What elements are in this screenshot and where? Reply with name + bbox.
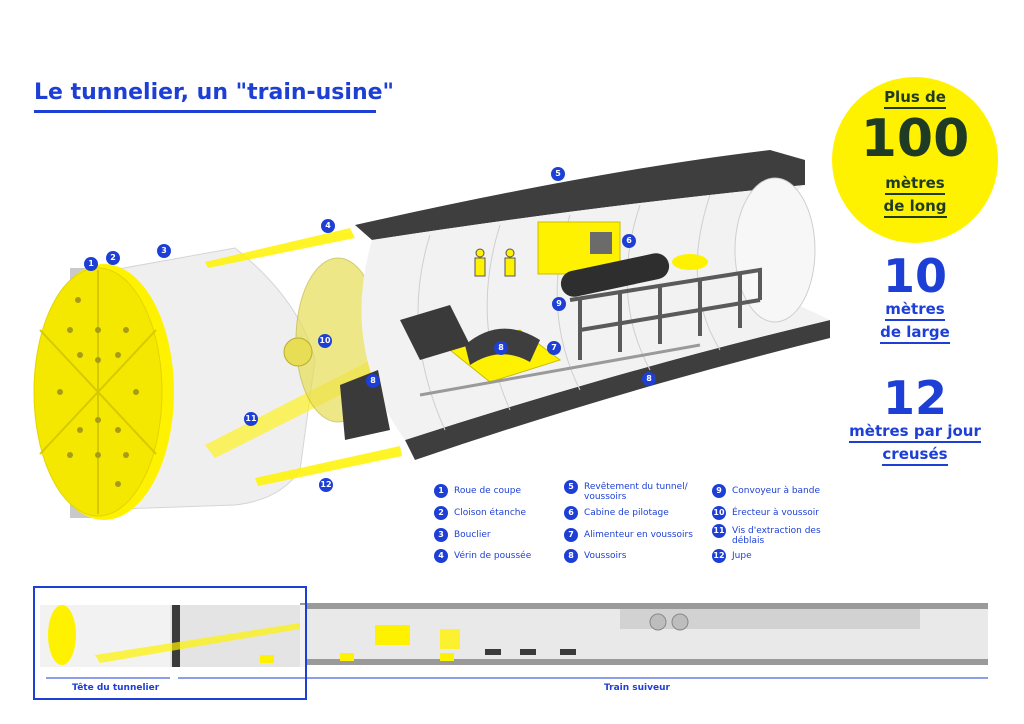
legend-label: Alimenteur en voussoirs <box>584 530 693 540</box>
marker-8c: 8 <box>642 372 656 386</box>
train-label: Train suiveur <box>604 683 670 693</box>
marker-11: 11 <box>244 412 258 426</box>
legend-label: Vis d'extraction des déblais <box>732 526 821 546</box>
marker-8a: 8 <box>494 341 508 355</box>
legend-badge: 7 <box>564 528 578 542</box>
legend-label: Roue de coupe <box>454 486 521 496</box>
width-stat: 10 mètres de large <box>832 252 998 346</box>
cutter-wheel-spokes <box>39 270 157 514</box>
belt-conveyor <box>560 253 670 297</box>
legend-badge: 6 <box>564 506 578 520</box>
legend-badge: 4 <box>434 549 448 563</box>
rail <box>419 343 701 397</box>
width-value: 10 <box>882 249 947 303</box>
legend-item-3: 3 Bouclier <box>434 528 576 542</box>
legend-label: Revêtement du tunnel/ voussoirs <box>584 482 688 502</box>
width-unit-1: mètres <box>885 300 945 321</box>
segment-left <box>340 370 390 440</box>
legend-item-2: 2 Cloison étanche <box>434 506 576 520</box>
legend-item-8: 8 Voussoirs <box>564 549 706 563</box>
legend-label: Érecteur à voussoir <box>732 508 820 518</box>
legend-badge: 1 <box>434 484 448 498</box>
speed-unit-2: creusés <box>882 445 948 466</box>
speed-stat: 12 mètres par jour creusés <box>832 374 998 468</box>
marker-1: 1 <box>84 257 98 271</box>
marker-2: 2 <box>106 251 120 265</box>
tunnel-lining-bottom <box>405 320 830 460</box>
legend-badge: 10 <box>712 506 726 520</box>
length-prefix: Plus de <box>884 88 946 109</box>
legend-badge: 3 <box>434 528 448 542</box>
marker-10: 10 <box>318 334 332 348</box>
legend-label: Bouclier <box>454 530 491 540</box>
legend-item-6: 6 Cabine de pilotage <box>564 506 706 520</box>
legend-badge: 8 <box>564 549 578 563</box>
head-label: Tête du tunnelier <box>72 683 160 693</box>
overview-strip <box>33 586 988 700</box>
marker-5: 5 <box>551 167 565 181</box>
legend-item-1: 1 Roue de coupe <box>434 484 576 498</box>
marker-12: 12 <box>319 478 333 492</box>
length-unit-1: mètres <box>885 174 945 195</box>
legend-label: Voussoirs <box>584 551 627 561</box>
legend-label: Cabine de pilotage <box>584 508 669 518</box>
speed-value: 12 <box>882 371 947 425</box>
legend-item-12: 12 Jupe <box>712 549 854 563</box>
legend-item-11: 11 Vis d'extraction des déblais <box>712 524 827 546</box>
marker-7: 7 <box>547 341 561 355</box>
legend-label: Cloison étanche <box>454 508 527 518</box>
legend-item-5: 5 Revêtement du tunnel/ voussoirs <box>564 480 706 502</box>
title-underline <box>34 110 376 113</box>
marker-4: 4 <box>321 219 335 233</box>
length-value: 100 <box>860 109 970 169</box>
tunnel-end-opening <box>734 177 816 323</box>
legend-item-9: 9 Convoyeur à bande <box>712 484 854 498</box>
marker-3: 3 <box>157 244 171 258</box>
legend-badge: 2 <box>434 506 448 520</box>
speed-unit-1: mètres par jour <box>849 422 981 443</box>
erector-arm <box>400 305 470 360</box>
gantry-frame <box>569 267 762 360</box>
legend-item-4: 4 Vérin de poussée <box>434 549 576 563</box>
tunnel-lining-top <box>355 150 805 240</box>
marker-9: 9 <box>552 297 566 311</box>
page-title: Le tunnelier, un "train-usine" <box>34 80 394 105</box>
thrust-cylinders <box>205 228 402 486</box>
legend-badge: 11 <box>712 524 726 538</box>
legend-label: Convoyeur à bande <box>732 486 821 496</box>
legend-item-7: 7 Alimenteur en voussoirs <box>564 528 706 542</box>
legend-badge: 5 <box>564 480 578 494</box>
legend-badge: 12 <box>712 549 726 563</box>
legend-badge: 9 <box>712 484 726 498</box>
width-unit-2: de large <box>880 323 950 344</box>
marker-8b: 8 <box>366 374 380 388</box>
legend-label: Vérin de poussée <box>454 551 532 561</box>
workers <box>474 248 516 277</box>
legend-label: Jupe <box>732 551 752 561</box>
legend-item-10: 10 Érecteur à voussoir <box>712 506 854 520</box>
marker-6: 6 <box>622 234 636 248</box>
length-unit-2: de long <box>883 197 947 218</box>
cutter-wheel-holes <box>57 297 139 487</box>
length-stat-circle: Plus de 100 mètres de long <box>832 77 998 243</box>
